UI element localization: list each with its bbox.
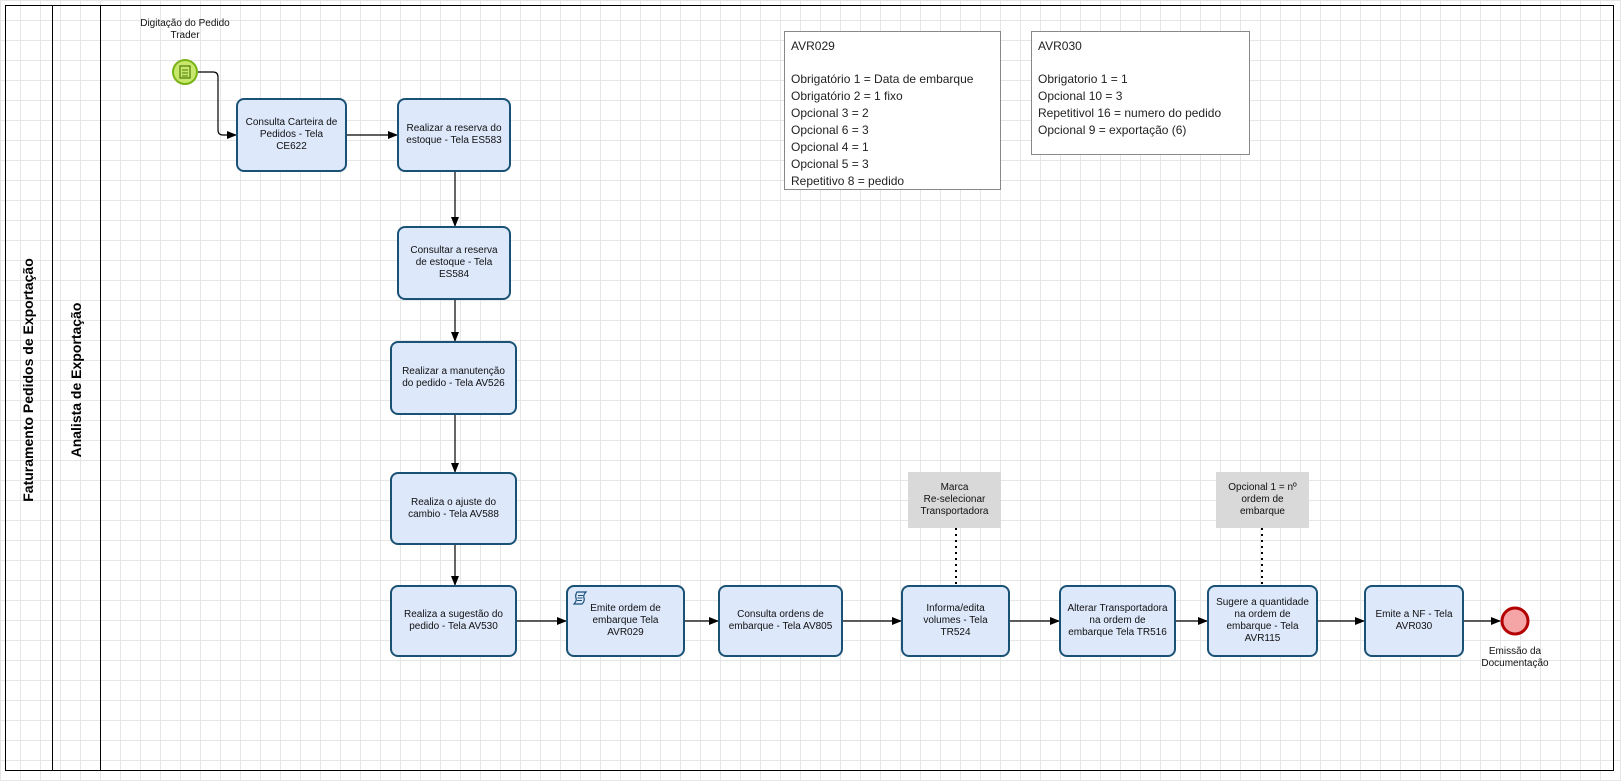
note-line: Obrigatório 1 = Data de embarque (791, 72, 974, 86)
task-consultar-reserva[interactable]: Consultar a reserva de estoque - Tela ES… (397, 226, 511, 300)
note-line: Obrigatorio 1 = 1 (1038, 72, 1128, 86)
task-ajuste-cambio[interactable]: Realiza o ajuste do cambio - Tela AV588 (390, 472, 517, 545)
note-avr029: AVR029 Obrigatório 1 = Data de embarque … (784, 31, 1001, 190)
flow-start-to-task1 (198, 71, 237, 139)
note-line: Opcional 3 = 2 (791, 106, 869, 120)
annotation-transportadora: Marca Re-selecionar Transportadora (908, 472, 1001, 528)
task-emite-ordem-embarque[interactable]: Emite ordem de embarque Tela AVR029 (566, 585, 685, 657)
note-line: Repetitivol 16 = numero do pedido (1038, 106, 1222, 120)
pool-header-divider (52, 5, 53, 771)
script-icon (573, 591, 587, 605)
lane-header-divider (100, 5, 101, 771)
note-avr030: AVR030 Obrigatorio 1 = 1 Opcional 10 = 3… (1031, 31, 1250, 155)
task-reserva-estoque[interactable]: Realizar a reserva do estoque - Tela ES5… (397, 98, 511, 172)
note-line: Opcional 9 = exportação (6) (1038, 123, 1187, 137)
note-line: Opcional 5 = 3 (791, 157, 869, 171)
note-title: AVR029 (791, 39, 835, 53)
task-consulta-ordens[interactable]: Consulta ordens de embarque - Tela AV805 (718, 585, 843, 657)
note-line: Obrigatório 2 = 1 fixo (791, 89, 903, 103)
note-title: AVR030 (1038, 39, 1082, 53)
task-manutencao-pedido[interactable]: Realizar a manutenção do pedido - Tela A… (390, 341, 517, 415)
note-line: Opcional 4 = 1 (791, 140, 869, 154)
note-line: Repetitivo 8 = pedido (791, 174, 905, 188)
task-consulta-carteira[interactable]: Consulta Carteira de Pedidos - Tela CE62… (236, 98, 347, 172)
end-event-label: Emissão da Documentação (1481, 646, 1549, 669)
start-event (172, 59, 198, 85)
task-emite-nf[interactable]: Emite a NF - Tela AVR030 (1364, 585, 1464, 657)
annotation-ordem-embarque: Opcional 1 = nº ordem de embarque (1216, 472, 1309, 528)
task-sugestao-pedido[interactable]: Realiza a sugestão do pedido - Tela AV53… (390, 585, 517, 657)
pool (5, 5, 1614, 771)
note-line: Opcional 10 = 3 (1038, 89, 1123, 103)
task-informa-volumes[interactable]: Informa/edita volumes - Tela TR524 (901, 585, 1010, 657)
end-event (1500, 606, 1530, 636)
task-sugere-quantidade[interactable]: Sugere a quantidade na ordem de embarque… (1207, 585, 1318, 657)
start-event-label: Digitação do Pedido Trader (140, 18, 230, 41)
note-line: Opcional 6 = 3 (791, 123, 869, 137)
task-alterar-transportadora[interactable]: Alterar Transportadora na ordem de embar… (1059, 585, 1176, 657)
